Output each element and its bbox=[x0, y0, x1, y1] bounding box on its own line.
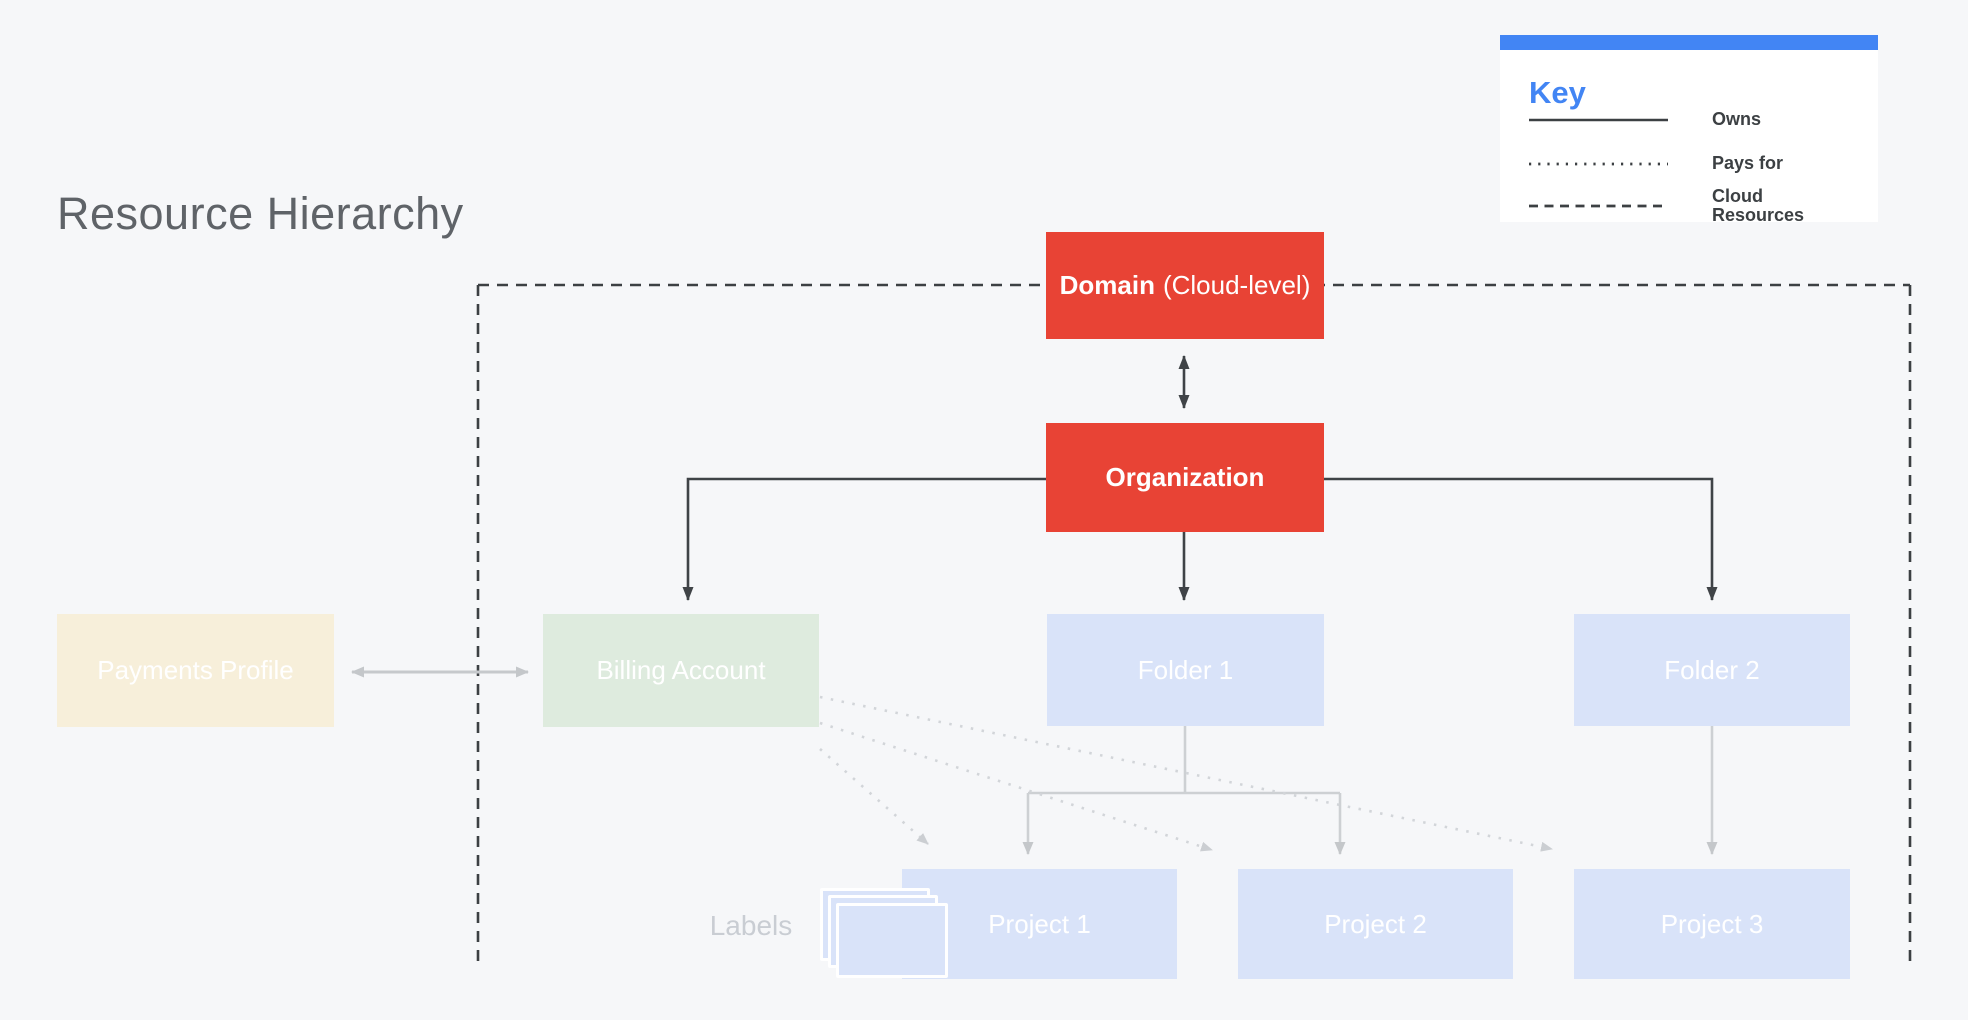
node-organization: Organization bbox=[1046, 423, 1324, 532]
node-domain-label-rest: (Cloud-level) bbox=[1162, 270, 1311, 300]
legend-key-box: Key Owns Pays for Cloud Resources bbox=[1500, 35, 1878, 225]
pays-for-lines bbox=[819, 695, 1553, 852]
node-folder-1-label: Folder 1 bbox=[1137, 654, 1234, 685]
contains-tree-folder1 bbox=[1022, 726, 1346, 855]
node-project-3: Project 3 bbox=[1574, 869, 1850, 979]
node-project-1-label: Project 1 bbox=[988, 908, 1091, 939]
solid-line-sample-icon bbox=[1529, 118, 1668, 121]
labels-stack-icon bbox=[820, 888, 952, 980]
cloud-resources-boundary bbox=[476, 283, 1912, 962]
owns-arrow-organization-folder2 bbox=[1322, 477, 1718, 601]
node-folder-1: Folder 1 bbox=[1047, 614, 1324, 726]
node-payments-profile: Payments Profile bbox=[57, 614, 334, 727]
legend-title: Key bbox=[1529, 75, 1586, 110]
node-billing-account-label: Billing Account bbox=[596, 655, 766, 685]
legend-topbar bbox=[1500, 35, 1878, 50]
legend-row-owns: Owns bbox=[1529, 110, 1832, 129]
node-payments-profile-label: Payments Profile bbox=[97, 655, 294, 685]
legend-label-cloud-resources: Cloud Resources bbox=[1712, 186, 1805, 225]
legend-label-owns: Owns bbox=[1712, 109, 1762, 129]
node-domain: Domain (Cloud-level) bbox=[1046, 232, 1324, 339]
node-project-2: Project 2 bbox=[1238, 869, 1513, 979]
labels-caption: Labels bbox=[709, 910, 793, 941]
node-project-2-label: Project 2 bbox=[1324, 908, 1427, 939]
legend-row-pays-for: Pays for bbox=[1529, 154, 1832, 173]
node-billing-account: Billing Account bbox=[543, 614, 819, 727]
node-folder-2: Folder 2 bbox=[1574, 614, 1850, 726]
legend-label-pays-for: Pays for bbox=[1712, 153, 1784, 173]
node-organization-label: Organization bbox=[1105, 462, 1265, 492]
dashed-line-sample-icon bbox=[1529, 204, 1668, 208]
label-card-front bbox=[836, 903, 948, 978]
node-project-3-label: Project 3 bbox=[1660, 908, 1764, 939]
legend-row-cloud-resources: Cloud Resources bbox=[1529, 187, 1832, 225]
owns-arrow-organization-billing bbox=[682, 477, 1046, 601]
node-domain-label-bold: Domain bbox=[1059, 270, 1155, 300]
page-title: Resource Hierarchy bbox=[57, 188, 464, 239]
node-folder-2-label: Folder 2 bbox=[1664, 654, 1760, 685]
